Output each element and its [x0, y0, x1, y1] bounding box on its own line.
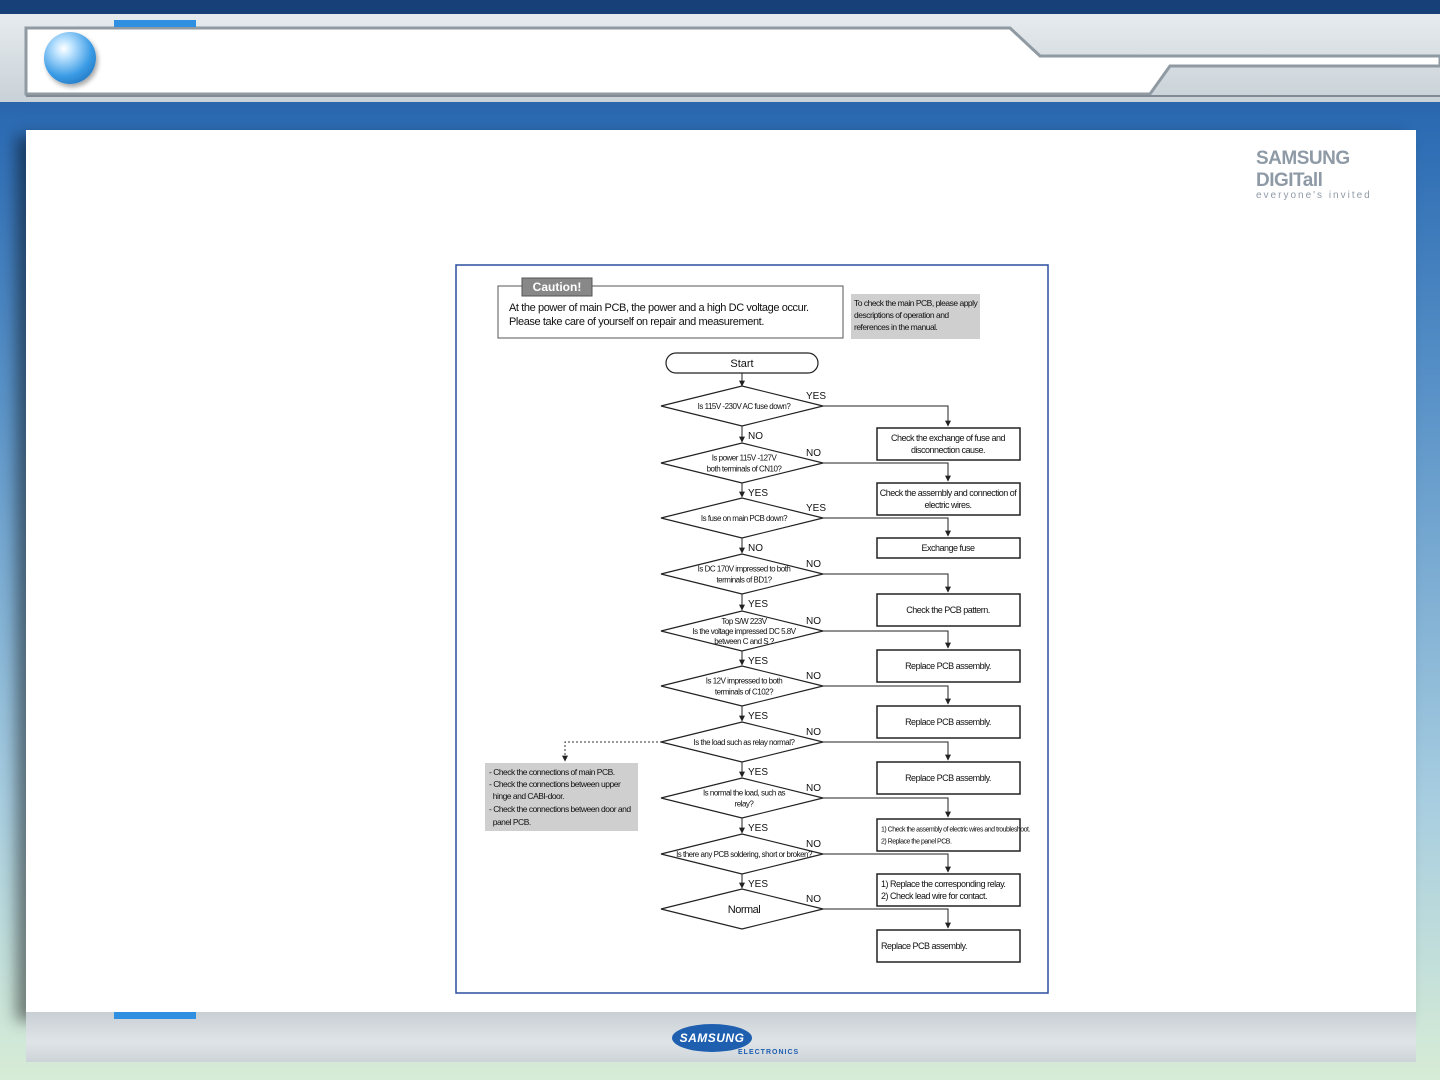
action-box [876, 482, 1021, 516]
branch-connector [823, 630, 951, 649]
digitall-tagline: everyone's invited [1256, 190, 1372, 201]
globe-icon [44, 32, 96, 84]
action-box [876, 649, 1021, 683]
side-note-box [485, 763, 638, 831]
caution-label: Caution! [533, 280, 582, 294]
action-box [876, 873, 1021, 907]
action-text: 2) Replace the panel PCB. [881, 839, 952, 846]
action-text: Check the PCB pattern. [906, 605, 990, 615]
decision-text: Is 115V -230V AC fuse down? [698, 402, 792, 411]
decision-text: terminals of C102? [715, 687, 774, 696]
branch-label: NO [806, 894, 821, 905]
decision-text: both terminals of CN10? [707, 464, 783, 473]
flowchart-canvas: Caution! At the power of main PCB, the p… [455, 264, 1049, 994]
branch-label: NO [806, 448, 821, 459]
branch-label: NO [806, 783, 821, 794]
decision-text: Top S/W 223V [721, 617, 767, 626]
samsung-logo: SAMSUNG [672, 1024, 752, 1052]
next-label: YES [748, 879, 768, 890]
note-line-1: To check the main PCB, please apply [854, 298, 979, 308]
next-label: YES [748, 599, 768, 610]
action-text: Replace PCB assembly. [905, 773, 991, 783]
branch-connector [823, 685, 951, 705]
decision-text: Is 12V impressed to both [706, 676, 783, 685]
action-box [876, 593, 1021, 627]
decision-text: terminals of BD1? [716, 575, 772, 584]
decision-text: Is power 115V -127V [712, 453, 778, 462]
decision-text: Is fuse on main PCB down? [701, 514, 788, 523]
caution-label-bg [521, 277, 593, 297]
action-text: 1) Replace the corresponding relay. [881, 879, 1005, 889]
action-text: Exchange fuse [921, 543, 975, 553]
action-box [876, 818, 1021, 852]
troubleshooting-flowchart: Caution! At the power of main PCB, the p… [455, 264, 1049, 994]
start-label: Start [730, 358, 753, 370]
action-text: 2) Check lead wire for contact. [881, 891, 987, 901]
branch-connector [823, 573, 951, 593]
branch-label: NO [806, 727, 821, 738]
action-text: disconnection cause. [911, 445, 985, 455]
next-label: YES [748, 767, 768, 778]
title-accent-bar [114, 20, 196, 27]
next-label: NO [748, 543, 763, 554]
action-text: electric wires. [924, 500, 971, 510]
decision-text: between C and S ? [714, 637, 775, 646]
side-note-line-3: hinge and CABI-door. [489, 791, 564, 801]
caution-line-1: At the power of main PCB, the power and … [509, 302, 809, 314]
branch-label: NO [806, 559, 821, 570]
decision-text: Normal [728, 904, 761, 916]
action-text: Replace PCB assembly. [881, 941, 967, 951]
branch-connector [823, 797, 951, 818]
side-note-line-1: - Check the connections of main PCB. [489, 767, 615, 777]
next-label: YES [748, 711, 768, 722]
decision-text: relay? [735, 799, 755, 808]
decision-text: Is normal the load, such as [703, 788, 786, 797]
side-note-line-5: panel PCB. [489, 817, 531, 827]
branch-label: YES [806, 391, 826, 402]
digitall-logo: SAMSUNG DIGITall everyone's invited [1256, 148, 1416, 201]
decision-text: Is the load such as relay normal? [694, 738, 796, 747]
decision-text: Is there any PCB soldering, short or bro… [676, 850, 813, 859]
action-box [876, 929, 1021, 963]
branch-label: NO [806, 839, 821, 850]
branch-label: NO [806, 671, 821, 682]
action-text: 1) Check the assembly of electric wires … [881, 827, 1030, 834]
side-note-line-4: - Check the connections between door and [489, 804, 631, 814]
action-box [876, 761, 1021, 795]
footer-accent-bar [114, 1012, 196, 1019]
branch-label: YES [806, 503, 826, 514]
branch-connector [823, 405, 951, 427]
action-text: Check the assembly and connection of [880, 488, 1018, 498]
branch-connector [823, 517, 951, 537]
action-box [876, 537, 1021, 559]
note-line-3: references in the manual. [854, 322, 938, 332]
branch-label: NO [806, 616, 821, 627]
note-box [851, 294, 980, 339]
action-box [876, 427, 1021, 461]
next-label: YES [748, 656, 768, 667]
decision-text: Is the voltage impressed DC 5.8V [692, 627, 796, 636]
title-bar-frame [24, 26, 1440, 97]
next-label: NO [748, 431, 763, 442]
caution-line-2: Please take care of yourself on repair a… [509, 316, 764, 328]
side-note-connector [562, 741, 662, 762]
action-text: Replace PCB assembly. [905, 717, 991, 727]
samsung-logo-sub: ELECTRONICS [738, 1049, 800, 1056]
branch-connector [823, 741, 951, 761]
action-text: Replace PCB assembly. [905, 661, 991, 671]
branch-connector [823, 853, 951, 873]
branch-connector [823, 908, 951, 929]
branch-connector [823, 462, 951, 482]
action-text: Check the exchange of fuse and [891, 433, 1006, 443]
action-box [876, 705, 1021, 739]
decision-text: Is DC 170V impressed to both [698, 564, 791, 573]
next-label: YES [748, 488, 768, 499]
side-note-line-2: - Check the connections between upper [489, 779, 621, 789]
digitall-logo-text: SAMSUNG DIGITall [1256, 148, 1350, 191]
note-line-2: descriptions of operation and [854, 310, 949, 320]
next-label: YES [748, 823, 768, 834]
top-stripe [0, 0, 1440, 14]
